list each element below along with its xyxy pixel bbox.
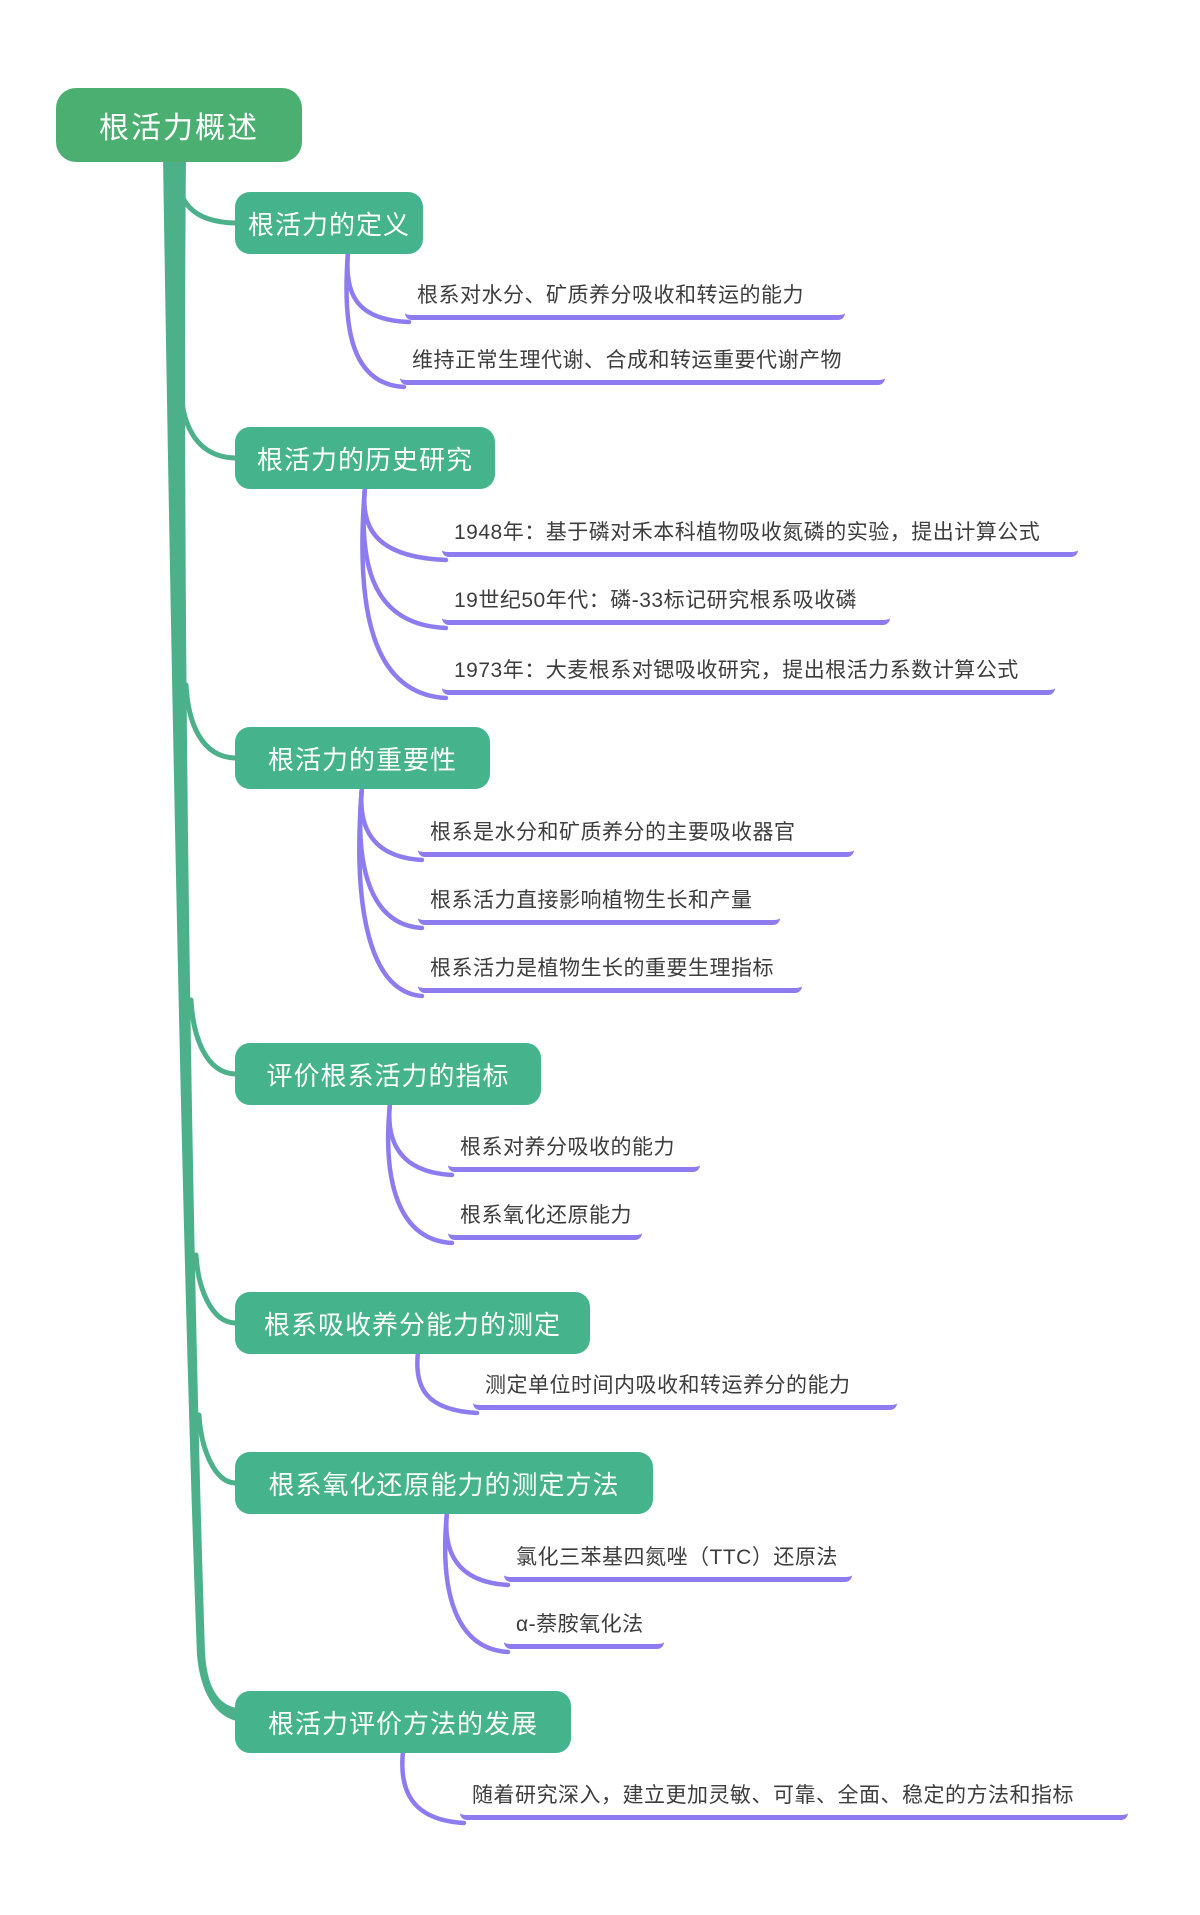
leaf-connector: [344, 249, 407, 390]
leaf-node[interactable]: 测定单位时间内吸收和转运养分的能力: [473, 1374, 897, 1410]
branch-node-nutrient-measurement[interactable]: 根系吸收养分能力的测定: [235, 1292, 590, 1354]
branch-node-redox-methods[interactable]: 根系氧化还原能力的测定方法: [235, 1452, 653, 1514]
branch-node-method-development[interactable]: 根活力评价方法的发展: [235, 1691, 571, 1753]
branch-connector: [178, 389, 238, 461]
leaf-node[interactable]: 根系是水分和矿质养分的主要吸收器官: [418, 821, 854, 857]
leaf-connector: [345, 249, 412, 325]
leaf-connector: [442, 1509, 511, 1655]
leaf-connector: [415, 1349, 480, 1416]
branch-connector: [183, 682, 238, 761]
leaf-connector: [444, 1509, 511, 1588]
leaf-node[interactable]: 19世纪50年代：磷-33标记研究根系吸收磷: [442, 589, 890, 625]
branch-node-indicators[interactable]: 评价根系活力的指标: [235, 1043, 541, 1105]
leaf-node[interactable]: 随着研究深入，建立更加灵敏、可靠、全面、稳定的方法和指标: [460, 1784, 1128, 1820]
leaf-node[interactable]: 氯化三苯基四氮唑（TTC）还原法: [504, 1546, 852, 1582]
leaf-node[interactable]: 根系对养分吸收的能力: [448, 1136, 700, 1172]
branch-node-importance[interactable]: 根活力的重要性: [235, 727, 490, 789]
leaf-node[interactable]: 维持正常生理代谢、合成和转运重要代谢产物: [400, 349, 885, 385]
leaf-connector: [385, 1100, 455, 1246]
branch-connector: [188, 997, 238, 1077]
leaf-connector: [359, 784, 425, 863]
leaf-connector: [400, 1748, 467, 1826]
trunk-connector: [163, 158, 237, 1721]
branch-node-definition[interactable]: 根活力的定义: [235, 192, 423, 254]
leaf-connector: [357, 784, 425, 999]
leaf-node[interactable]: 根系氧化还原能力: [448, 1204, 642, 1240]
branch-connector: [172, 165, 238, 226]
branch-connector: [196, 1412, 238, 1486]
branch-connector: [193, 1252, 238, 1326]
root-node-overview[interactable]: 根活力概述: [56, 88, 302, 162]
leaf-connector: [387, 1100, 455, 1178]
leaf-connector: [362, 484, 449, 563]
branch-node-history[interactable]: 根活力的历史研究: [235, 427, 495, 489]
leaf-node[interactable]: 根系活力直接影响植物生长和产量: [418, 889, 780, 925]
leaf-node[interactable]: 根系活力是植物生长的重要生理指标: [418, 957, 802, 993]
leaf-connector: [360, 484, 449, 701]
leaf-node[interactable]: 1948年：基于磷对禾本科植物吸收氮磷的实验，提出计算公式: [442, 521, 1078, 557]
leaf-node[interactable]: 1973年：大麦根系对锶吸收研究，提出根活力系数计算公式: [442, 659, 1055, 695]
leaf-node[interactable]: 根系对水分、矿质养分吸收和转运的能力: [405, 284, 845, 320]
leaf-node[interactable]: α-萘胺氧化法: [504, 1613, 664, 1649]
